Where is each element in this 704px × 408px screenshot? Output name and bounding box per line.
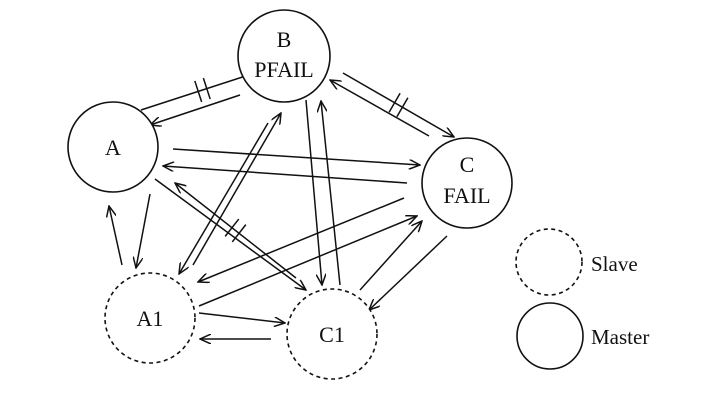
legend-master-symbol — [516, 302, 584, 370]
edge-a1-to-a — [109, 206, 123, 266]
edge-a1-to-c — [198, 216, 417, 307]
node-a1-label: A1 — [137, 306, 164, 331]
node-b: B PFAIL — [237, 9, 331, 103]
edge-c-to-b — [330, 80, 430, 137]
node-c-status: FAIL — [443, 183, 490, 208]
edges-group — [109, 70, 454, 339]
edge-b-to-c1 — [305, 99, 322, 285]
node-a: A — [67, 101, 159, 193]
legend-master-label: Master — [591, 325, 649, 349]
edge-c-to-c1 — [369, 235, 448, 310]
legend-slave-label: Slave — [591, 252, 638, 276]
node-c1: C1 — [286, 288, 378, 380]
edge-a-to-c — [172, 148, 420, 165]
node-c-label: C — [460, 152, 475, 177]
edge-b-to-c-break-mark-1 — [388, 92, 401, 113]
legend-master: Master — [516, 302, 649, 370]
edge-c1-to-a — [175, 183, 297, 279]
edge-c1-to-c — [359, 221, 422, 291]
edge-a-to-a1 — [136, 193, 151, 268]
edge-b-to-a1 — [179, 122, 269, 274]
node-b-label: B — [277, 27, 292, 52]
edge-a1-to-b — [192, 113, 281, 266]
legend: Slave Master — [515, 228, 649, 370]
edge-c1-to-b — [321, 101, 341, 286]
edge-c1-to-a-break-mark-1 — [231, 224, 247, 243]
edge-a-to-c1 — [154, 178, 306, 290]
edge-c-to-a1 — [198, 197, 405, 282]
broken-link-marks — [194, 77, 409, 243]
edge-b-to-c-break-mark-2 — [396, 97, 409, 118]
edge-c1-to-a-break-mark-2 — [224, 218, 240, 237]
node-c: C FAIL — [421, 137, 513, 229]
node-b-status: PFAIL — [254, 57, 314, 82]
node-a1: A1 — [104, 272, 196, 364]
legend-slave-symbol — [515, 228, 583, 296]
edge-c-to-a — [163, 166, 408, 184]
edge-b-to-c — [342, 72, 454, 137]
edge-a1-to-c1 — [198, 312, 285, 323]
edge-a-to-b-break-mark-1 — [194, 80, 203, 103]
node-a-label: A — [105, 135, 121, 160]
legend-slave: Slave — [515, 228, 638, 296]
node-c1-label: C1 — [319, 322, 345, 347]
edge-b-to-a — [150, 94, 241, 125]
edge-a-to-b-break-mark-2 — [202, 77, 211, 100]
